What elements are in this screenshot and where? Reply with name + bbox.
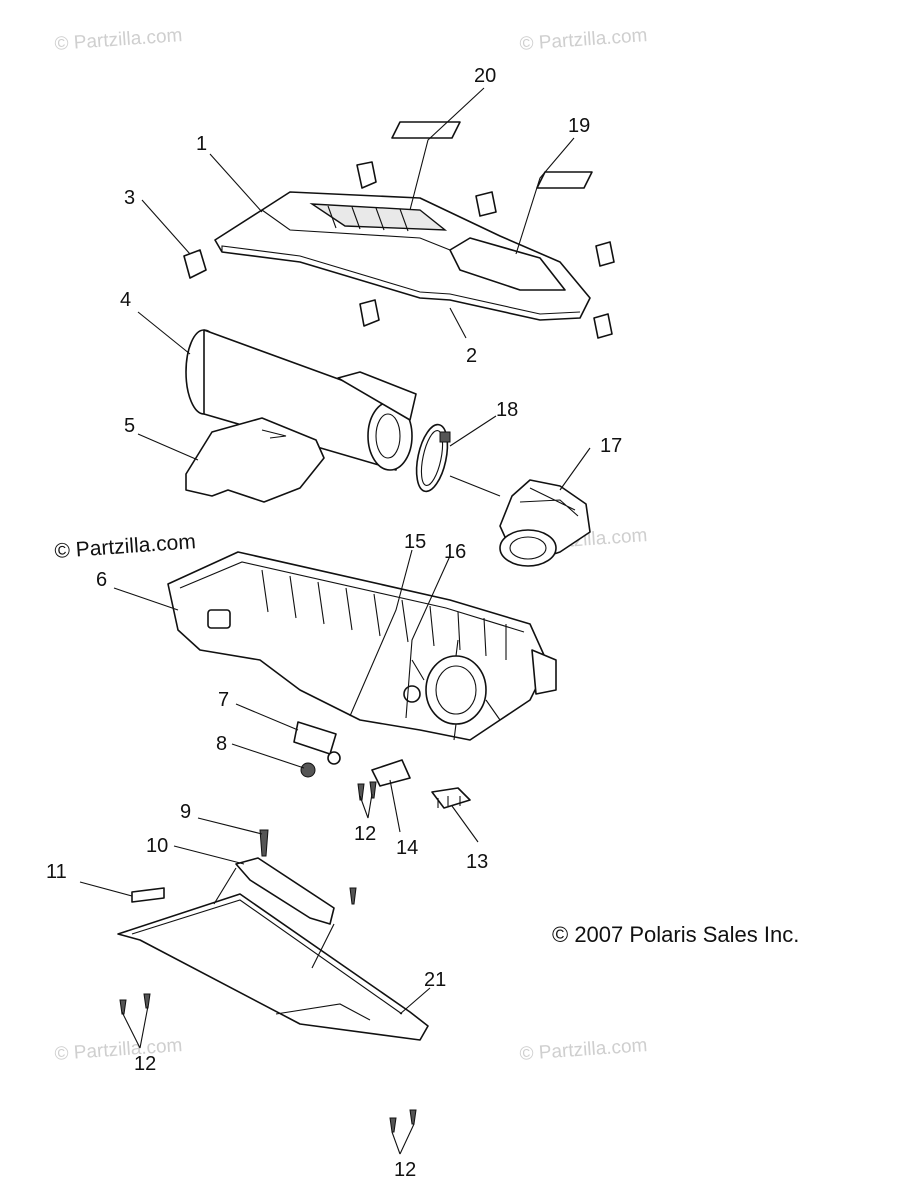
- callout-8: 8: [216, 733, 227, 755]
- sensor-screw: [300, 762, 316, 778]
- skid-plate: [117, 893, 429, 1041]
- callout-1: 1: [196, 133, 207, 155]
- bolt-9: [259, 829, 269, 857]
- callout-5: 5: [124, 415, 135, 437]
- label-decal-19: [536, 171, 593, 189]
- callout-9: 9: [180, 801, 191, 823]
- watermark-bottom-right: © Partzilla.com: [519, 1035, 648, 1065]
- airbox-cover: [214, 191, 591, 321]
- watermark-top-left: © Partzilla.com: [54, 25, 183, 55]
- callout-17: 17: [600, 435, 622, 457]
- callout-7: 7: [218, 689, 229, 711]
- air-filter: [185, 329, 417, 471]
- callout-20: 20: [474, 65, 496, 87]
- callout-3: 3: [124, 187, 135, 209]
- callout-11: 11: [46, 861, 67, 883]
- callout-19: 19: [568, 115, 590, 137]
- copyright-text: © 2007 Polaris Sales Inc.: [552, 922, 799, 947]
- callout-10: 10: [146, 835, 168, 857]
- callout-18: 18: [496, 399, 518, 421]
- cover-clip: [183, 161, 615, 339]
- callout-6: 6: [96, 569, 107, 591]
- screw-bracket: [349, 887, 357, 905]
- screws-bottom-left: [119, 993, 151, 1015]
- callout-12-bottom-left: 12: [134, 1053, 156, 1075]
- watermark-top-right: © Partzilla.com: [519, 25, 648, 55]
- watermark-mid-left: © Partzilla.com: [54, 530, 197, 563]
- callout-4: 4: [120, 289, 131, 311]
- callout-2: 2: [466, 345, 477, 367]
- bracket-14: [371, 759, 411, 787]
- callout-13: 13: [466, 851, 488, 873]
- valve-13: [431, 787, 471, 809]
- leader-lines: [79, 87, 591, 1155]
- hose-clamp: [415, 423, 451, 493]
- callout-12-middle: 12: [354, 823, 376, 845]
- decal-11: [131, 887, 165, 903]
- label-decal-20: [391, 121, 461, 139]
- watermark-bottom-left: © Partzilla.com: [54, 1035, 183, 1065]
- callout-14: 14: [396, 837, 418, 859]
- intake-boot: [499, 479, 591, 567]
- airbox-base: [167, 551, 557, 741]
- callout-12-bottom-right: 12: [394, 1159, 416, 1181]
- screws-bottom-right: [389, 1109, 417, 1133]
- bracket-10: [235, 857, 335, 925]
- foam-prefilter: [185, 417, 325, 503]
- callout-16: 16: [444, 541, 466, 563]
- callout-15: 15: [404, 531, 426, 553]
- callout-21: 21: [424, 969, 446, 991]
- air-sensor: [293, 721, 341, 765]
